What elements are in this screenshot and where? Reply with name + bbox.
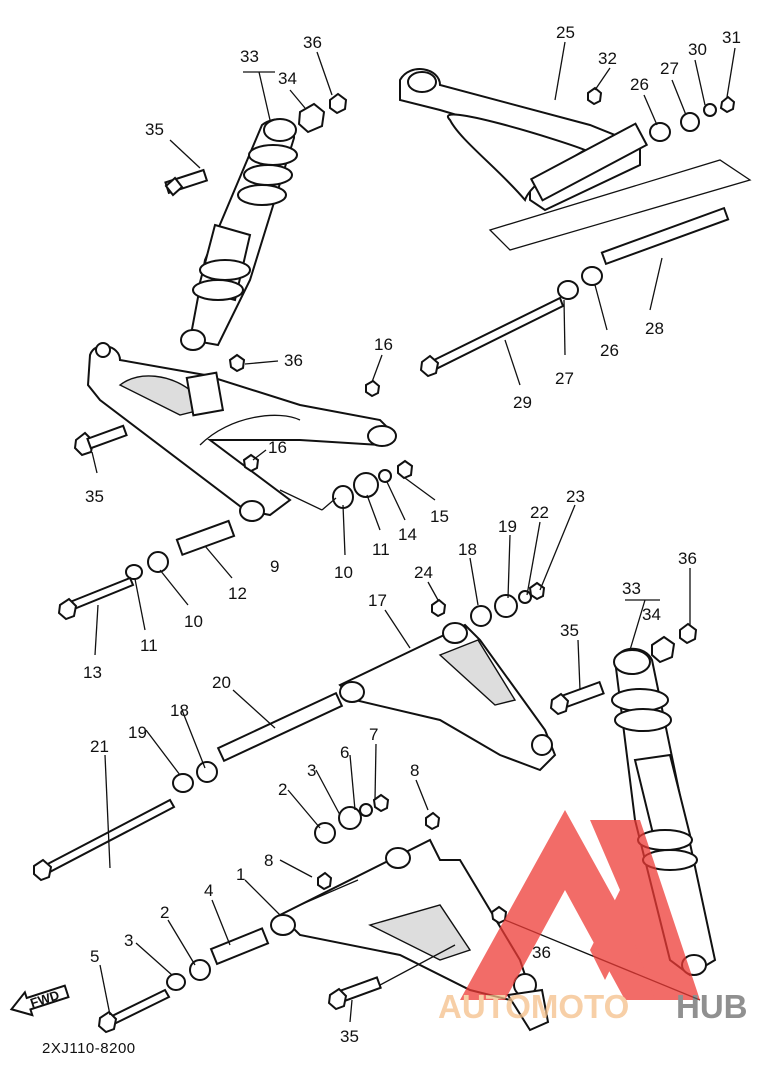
callout-label: 28	[645, 319, 664, 338]
callout-label: 27	[660, 59, 679, 78]
callout-label: 33	[622, 579, 641, 598]
callout-label: 19	[498, 517, 517, 536]
callout-label: 27	[555, 369, 574, 388]
callout-label: 33	[240, 47, 259, 66]
callout-label: 24	[414, 563, 433, 582]
callout-label: 2	[278, 780, 287, 799]
pivot-shafts	[419, 206, 730, 378]
callout-label: 30	[688, 40, 707, 59]
callout-label: 14	[398, 525, 417, 544]
callout-label: 5	[90, 947, 99, 966]
callout-label: 18	[170, 701, 189, 720]
callout-label: 4	[204, 881, 213, 900]
callout-label: 35	[85, 487, 104, 506]
callout-label: 26	[600, 341, 619, 360]
callout-label: 36	[284, 351, 303, 370]
callout-label: 15	[430, 507, 449, 526]
upper-left-arm	[86, 342, 397, 522]
callout-label: 7	[369, 725, 378, 744]
mid-hardware	[57, 353, 414, 621]
callout-label: 6	[340, 743, 349, 762]
callout-label: 13	[83, 663, 102, 682]
callout-label: 25	[556, 23, 575, 42]
upper-right-arm	[399, 68, 752, 251]
diagram-code: 2XJ110-8200	[42, 1040, 136, 1057]
watermark-text-part2: HUB	[676, 988, 748, 1025]
callout-label: 36	[303, 33, 322, 52]
callout-label: 32	[598, 49, 617, 68]
callout-label: 36	[532, 943, 551, 962]
callout-labels: 33 36 34 35 25 32 30 31 27 26 36 16 35 1…	[83, 23, 741, 1046]
watermark-text-part1: AUTOMOTO	[438, 988, 629, 1025]
callout-label: 12	[228, 584, 247, 603]
callout-label: 16	[374, 335, 393, 354]
callout-label: 34	[278, 69, 297, 88]
callout-label: 18	[458, 540, 477, 559]
upper-left-hardware	[164, 92, 348, 197]
callout-label: 23	[566, 487, 585, 506]
callout-label: 22	[530, 503, 549, 522]
callout-label: 2	[160, 903, 169, 922]
upper-left-shock	[180, 118, 298, 351]
callout-label: 31	[722, 28, 741, 47]
callout-label: 8	[410, 761, 419, 780]
watermark-m-icon	[590, 820, 700, 1000]
callout-label: 26	[630, 75, 649, 94]
callout-label: 36	[678, 549, 697, 568]
callout-label: 11	[372, 540, 390, 559]
callout-label: 8	[264, 851, 273, 870]
callout-label: 3	[124, 931, 133, 950]
callout-label: 11	[140, 636, 158, 655]
callout-label: 3	[307, 761, 316, 780]
callout-label: 10	[334, 563, 353, 582]
lower-right-arm	[33, 581, 557, 882]
leader-lines	[91, 41, 736, 1023]
fwd-arrow: FWD	[9, 984, 70, 1017]
callout-label: 20	[212, 673, 231, 692]
callout-label: 9	[270, 557, 279, 576]
callout-label: 35	[560, 621, 579, 640]
callout-label: 34	[642, 605, 661, 624]
callout-label: 35	[145, 120, 164, 139]
lower-left-arm	[97, 793, 550, 1034]
callout-label: 1	[236, 865, 245, 884]
callout-label: 10	[184, 612, 203, 631]
fwd-label: FWD	[28, 987, 61, 1010]
callout-label: 16	[268, 438, 287, 457]
callout-label: 29	[513, 393, 532, 412]
callout-label: 19	[128, 723, 147, 742]
watermark-logo: AUTOMOTO HUB	[438, 810, 748, 1025]
callout-label: 35	[340, 1027, 359, 1046]
callout-label: 17	[368, 591, 387, 610]
callout-label: 21	[90, 737, 109, 756]
